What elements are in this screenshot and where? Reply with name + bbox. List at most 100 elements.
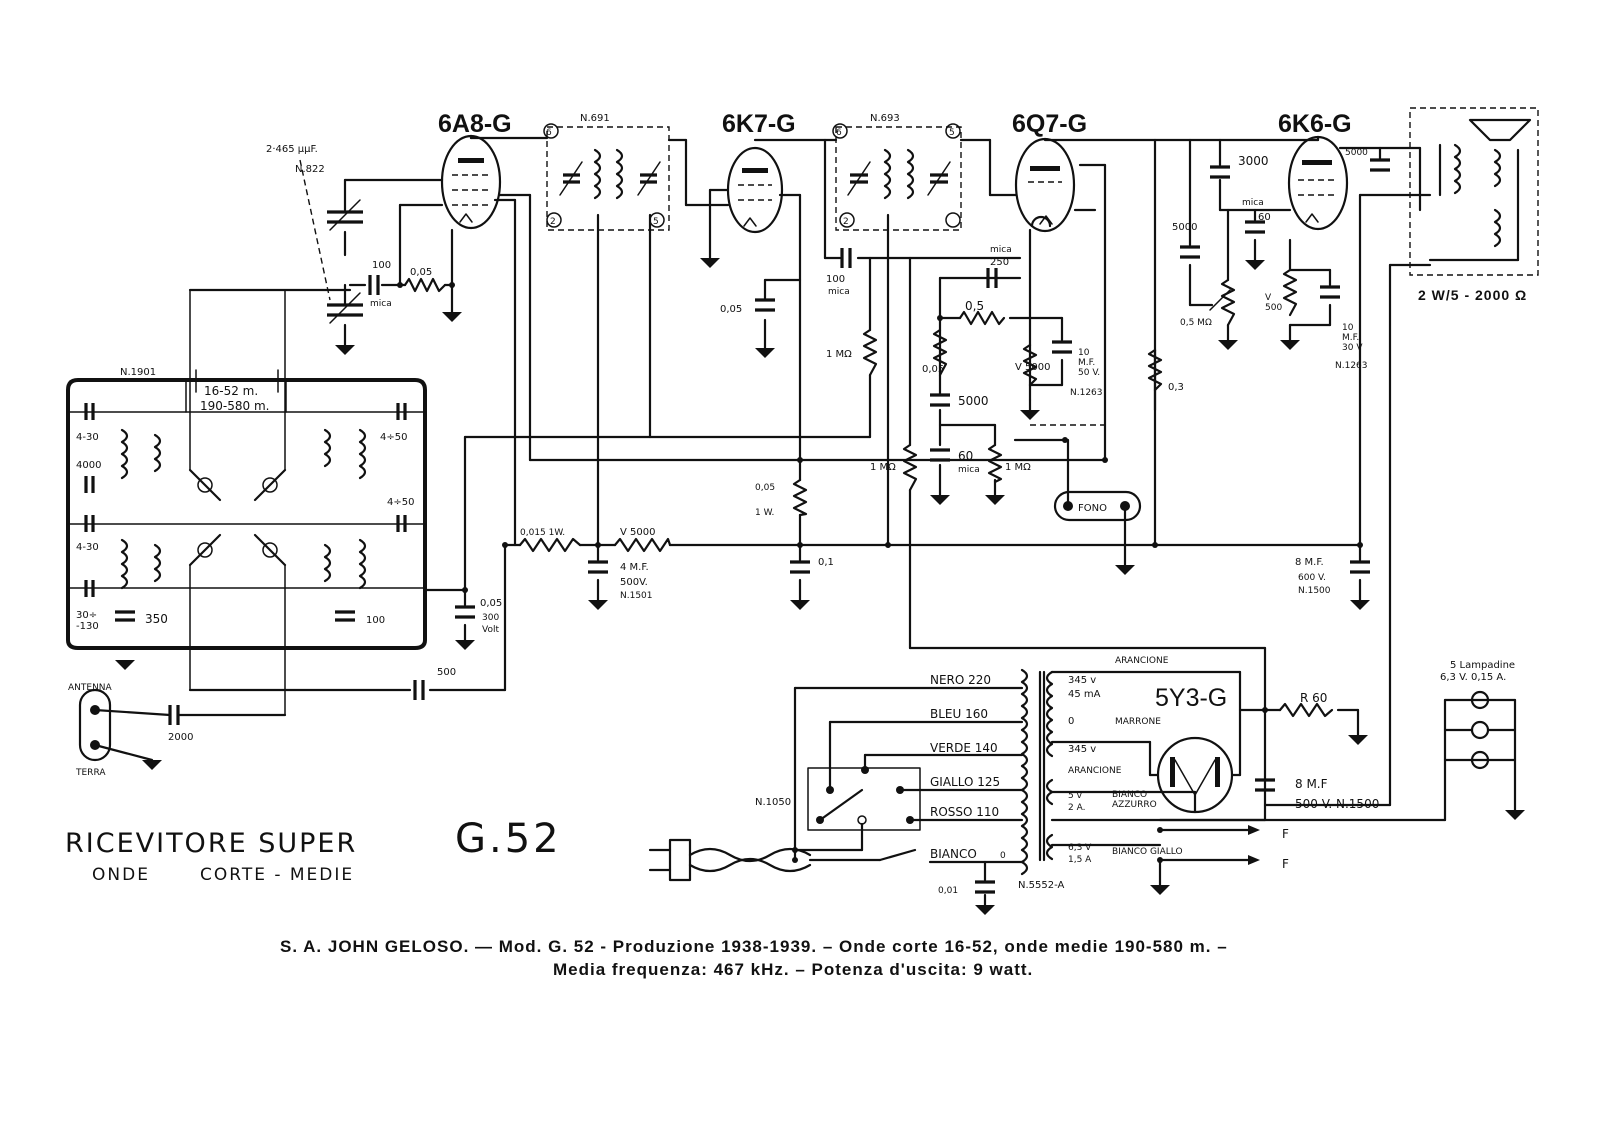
label-n822: N.822 [295, 164, 325, 175]
label-antenna: ANTENNA [68, 683, 113, 693]
label-n693: N.693 [870, 113, 900, 124]
caption-line-1: S. A. JOHN GELOSO. — Mod. G. 52 - Produz… [280, 937, 1228, 956]
label-r005b: 0,05 [922, 364, 944, 375]
tube-labels: 6A8-G 6K7-G 6Q7-G 6K6-G 5Y3-G [438, 110, 1352, 712]
label-c100: 100 [372, 260, 391, 271]
label-mica: mica [370, 299, 392, 309]
tube-6k6g [1287, 135, 1349, 231]
tube-label-6k6g: 6K6-G [1278, 110, 1352, 138]
label-c4000: 4000 [76, 460, 101, 471]
label-r1m2: 1 MΩ [870, 462, 896, 473]
label-marrone: MARRONE [1115, 717, 1161, 727]
label-n1263b: N.1263 [1335, 361, 1368, 371]
label-giallo: GIALLO 125 [930, 775, 1000, 789]
label-pin2b: 2 [843, 217, 849, 227]
label-lamp1: 5 Lampadine [1450, 660, 1515, 671]
label-zero: 0 [1000, 851, 1006, 861]
label-mica5: mica [1242, 198, 1264, 208]
label-bleu: BLEU 160 [930, 707, 988, 721]
label-c300: 300 [482, 613, 499, 623]
label-pin6: 6 [546, 128, 552, 138]
label-c5000: 5000 [958, 394, 989, 408]
label-v500: 500V. [620, 577, 648, 588]
label-5v: 5 v [1068, 791, 1083, 801]
component-labels: N.691 N.693 6 2 5 6 2 5 2·465 μμF. N.822… [68, 113, 1527, 896]
label-mica2: mica [828, 287, 850, 297]
components [78, 158, 1525, 915]
label-fono: FONO [1078, 503, 1107, 514]
label-c005b: 0,05 [720, 304, 742, 315]
label-volt: Volt [482, 625, 499, 635]
band-switch [188, 289, 287, 716]
label-c500: 500 [437, 667, 456, 678]
label-c250: 250 [990, 257, 1009, 268]
tube-6a8g [440, 134, 502, 230]
coil-box-n1901 [66, 369, 427, 650]
label-v345a: 345 v [1068, 675, 1096, 686]
label-rosso: ROSSO 110 [930, 805, 999, 819]
label-mica4: mica [958, 465, 980, 475]
label-nero: NERO 220 [930, 673, 991, 687]
subtitle-onde: ONDE [92, 865, 150, 885]
label-pin6b: 6 [836, 128, 842, 138]
label-c100mica: 100 [826, 274, 845, 285]
tube-label-5y3g: 5Y3-G [1155, 684, 1227, 712]
label-r05: 0,5 [965, 299, 984, 313]
label-r0015: 0,015 1W. [520, 528, 565, 538]
label-r005-1w: 0,05 [755, 483, 775, 493]
label-verde: VERDE 140 [930, 741, 998, 755]
if-transformer-n693 [832, 123, 962, 231]
label-63v: 6,3 V [1068, 843, 1092, 853]
label-c2000: 2000 [168, 732, 193, 743]
label-c001: 0,01 [938, 886, 958, 896]
label-n5552: N.5552-A [1018, 880, 1064, 891]
label-15a: 1,5 A [1068, 855, 1092, 865]
label-terra: TERRA [75, 768, 106, 778]
label-c4-30b: 4-30 [76, 542, 99, 553]
label-r60: R 60 [1300, 691, 1327, 705]
label-arancione2: ARANCIONE [1068, 766, 1122, 776]
label-c60: 60 [958, 449, 973, 463]
label-c4-50a: 4÷50 [380, 432, 407, 443]
label-c3000: 3000 [1238, 154, 1269, 168]
label-c30-130: 30÷-130 [76, 610, 99, 632]
power-supply-wiring [648, 668, 1517, 907]
label-v5000: V 5000 [620, 527, 655, 538]
label-speaker: 2 W/5 - 2000 Ω [1418, 287, 1527, 303]
label-c60b: 60 [1258, 212, 1271, 223]
label-mica3: mica [990, 245, 1012, 255]
label-arancione1: ARANCIONE [1115, 656, 1169, 666]
caption-line-2: Media frequenza: 467 kHz. – Potenza d'us… [553, 960, 1033, 979]
label-zero2: 0 [1068, 716, 1074, 727]
label-45ma: 45 mA [1068, 689, 1101, 700]
label-c100b: 100 [366, 615, 385, 626]
label-c5000b: 5000 [1345, 148, 1368, 158]
title-text: RICEVITORE SUPER [65, 828, 357, 859]
label-pin5: 5 [653, 217, 659, 227]
label-c4-50b: 4÷50 [387, 497, 414, 508]
label-v600: 600 V. [1298, 573, 1326, 583]
label-v500-n1500: 500 V. N.1500 [1295, 797, 1379, 811]
label-pot05: 0,5 MΩ [1180, 318, 1212, 328]
label-band-mw: 190-580 m. [200, 399, 269, 413]
tube-label-6k7g: 6K7-G [722, 110, 796, 138]
subtitle-bands: CORTE - MEDIE [200, 865, 354, 885]
label-v5000b: V 5000 [1015, 362, 1050, 373]
label-bianco-giallo: BIANCO GIALLO [1112, 847, 1183, 857]
wiring [188, 107, 1539, 807]
tube-label-6a8g: 6A8-G [438, 110, 512, 138]
label-r1m1: 1 MΩ [826, 349, 852, 360]
label-c01: 0,1 [818, 557, 834, 568]
label-f2: F [1282, 857, 1289, 871]
label-gang: 2·465 μμF. [266, 144, 318, 155]
label-r005: 0,05 [410, 267, 432, 278]
title-block: RICEVITORE SUPER G.52 ONDE CORTE - MEDIE… [65, 816, 1228, 979]
label-n1901: N.1901 [120, 367, 156, 378]
label-v345b: 345 v [1068, 744, 1096, 755]
model-text: G.52 [455, 816, 562, 862]
